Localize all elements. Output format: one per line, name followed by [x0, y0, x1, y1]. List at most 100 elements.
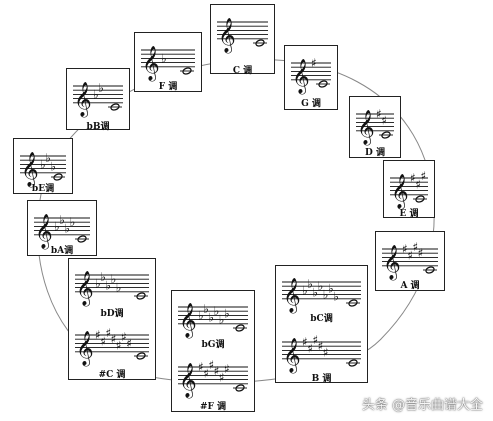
flat-sign-icon: ♭	[40, 157, 46, 171]
key-card-ab: 𝄞♭♭♭♭ bA调	[27, 200, 97, 256]
key-label-c: C 调	[232, 66, 253, 76]
sharp-sign-icon: ♯	[214, 364, 220, 378]
flat-sign-icon: ♭	[328, 281, 334, 295]
staff-drawing: 𝄞	[217, 18, 268, 54]
sharp-sign-icon: ♯	[100, 334, 106, 348]
whole-note-icon	[425, 266, 435, 274]
sharp-sign-icon: ♯	[420, 169, 426, 183]
watermark: 头条 @音乐曲谱大全	[361, 398, 483, 413]
sharp-sign-icon: ♯	[126, 336, 132, 350]
staff-drawing: 𝄞♯♯	[356, 107, 394, 146]
flat-sign-icon: ♭	[116, 281, 122, 295]
staff-drawing: 𝄞♭♭♭♭♭♭𝄞♯♯♯♯♯♯	[178, 302, 248, 399]
staff-drawing: 𝄞♭♭♭	[20, 151, 66, 188]
flat-sign-icon: ♭	[312, 286, 318, 300]
whole-note-icon	[348, 359, 358, 367]
sharp-sign-icon: ♯	[381, 113, 387, 127]
key-label-bb: bB调	[86, 122, 110, 132]
key-label-gb: bG调	[201, 340, 225, 350]
treble-clef-icon: 𝄞	[292, 59, 310, 95]
treble-clef-icon: 𝄞	[74, 82, 92, 118]
key-card-a: 𝄞♯♯♯♯ A 调	[375, 231, 445, 291]
whole-note-icon	[255, 39, 265, 47]
key-card-f: 𝄞♭ F 调	[134, 32, 202, 92]
sharp-sign-icon: ♯	[111, 332, 117, 346]
staff-drawing: 𝄞♯	[291, 56, 331, 95]
sharp-sign-icon: ♯	[302, 335, 308, 349]
flat-sign-icon: ♭	[214, 304, 220, 318]
whole-note-icon	[182, 67, 192, 75]
treble-clef-icon: 𝄞	[391, 174, 409, 210]
staff-drawing: 𝄞♭	[141, 46, 195, 82]
flat-sign-icon: ♭	[100, 270, 106, 284]
flat-sign-icon: ♭	[323, 288, 329, 302]
key-card-db-cs: 𝄞♭♭♭♭♭𝄞♯♯♯♯♯♯♯ bD调 #C 调	[68, 258, 156, 380]
key-card-bb: 𝄞♭♭ bB调	[66, 68, 130, 132]
flat-sign-icon: ♭	[318, 279, 324, 293]
whole-note-icon	[235, 384, 245, 392]
sharp-sign-icon: ♯	[208, 358, 214, 372]
key-label-e: E 调	[399, 209, 419, 219]
flat-sign-icon: ♭	[95, 276, 101, 290]
sharp-sign-icon: ♯	[376, 107, 382, 121]
whole-note-icon	[77, 235, 87, 243]
sharp-sign-icon: ♯	[415, 177, 421, 191]
treble-clef-icon: 𝄞	[142, 46, 160, 82]
key-label-b: B 调	[311, 374, 332, 384]
flat-sign-icon: ♭	[70, 215, 76, 229]
sharp-sign-icon: ♯	[95, 328, 101, 342]
staff-drawing: 𝄞♯♯♯♯	[382, 240, 438, 281]
flat-sign-icon: ♭	[302, 283, 308, 297]
flat-sign-icon: ♭	[45, 151, 51, 165]
treble-clef-icon: 𝄞	[76, 271, 94, 307]
flat-sign-icon: ♭	[307, 277, 313, 291]
sharp-sign-icon: ♯	[219, 371, 225, 385]
flat-sign-icon: ♭	[203, 302, 209, 316]
sharp-sign-icon: ♯	[198, 360, 204, 374]
treble-clef-icon: 𝄞	[179, 363, 197, 399]
whole-note-icon	[348, 299, 358, 307]
treble-clef-icon: 𝄞	[76, 331, 94, 367]
flat-sign-icon: ♭	[208, 311, 214, 325]
sharp-sign-icon: ♯	[105, 326, 111, 340]
treble-clef-icon: 𝄞	[383, 245, 401, 281]
whole-note-icon	[381, 131, 391, 139]
whole-note-icon	[235, 324, 245, 332]
flat-sign-icon: ♭	[64, 222, 70, 236]
flat-sign-icon: ♭	[161, 51, 167, 65]
treble-clef-icon: 𝄞	[283, 338, 301, 374]
sharp-sign-icon: ♯	[116, 339, 122, 353]
whole-note-icon	[415, 195, 425, 203]
treble-clef-icon: 𝄞	[21, 152, 39, 188]
key-label-f: F 调	[158, 82, 178, 92]
whole-note-icon	[110, 103, 120, 111]
key-label-fs: #F 调	[199, 402, 227, 412]
treble-clef-icon: 𝄞	[357, 110, 375, 146]
staff-drawing: 𝄞♭♭♭♭♭𝄞♯♯♯♯♯♯♯	[75, 270, 149, 367]
whole-note-icon	[53, 173, 63, 181]
flat-sign-icon: ♭	[198, 308, 204, 322]
whole-note-icon	[318, 80, 328, 88]
key-card-eb: 𝄞♭♭♭ bE调	[13, 138, 73, 194]
flat-sign-icon: ♭	[93, 87, 99, 101]
key-card-g: 𝄞♯ G 调	[284, 45, 338, 110]
sharp-sign-icon: ♯	[418, 246, 424, 260]
key-label-cb: bC调	[310, 314, 333, 324]
flat-sign-icon: ♭	[50, 160, 56, 174]
sharp-sign-icon: ♯	[203, 366, 209, 380]
key-label-g: G 调	[301, 99, 321, 109]
key-label-db: bD调	[100, 309, 124, 319]
flat-sign-icon: ♭	[111, 272, 117, 286]
flat-sign-icon: ♭	[219, 313, 225, 327]
key-card-gb-fs: 𝄞♭♭♭♭♭♭𝄞♯♯♯♯♯♯ bG调 #F 调	[171, 290, 255, 412]
sharp-sign-icon: ♯	[312, 333, 318, 347]
treble-clef-icon: 𝄞	[35, 214, 53, 250]
sharp-sign-icon: ♯	[323, 346, 329, 360]
flat-sign-icon: ♭	[224, 306, 230, 320]
key-card-cb-b: 𝄞♭♭♭♭♭♭♭𝄞♯♯♯♯♯ bC调 B 调	[275, 265, 368, 384]
flat-sign-icon: ♭	[105, 279, 111, 293]
staff-drawing: 𝄞♭♭♭♭♭♭♭𝄞♯♯♯♯♯	[282, 277, 361, 374]
sharp-sign-icon: ♯	[402, 242, 408, 256]
key-card-e: 𝄞♯♯♯ E 调	[383, 160, 435, 219]
sharp-sign-icon: ♯	[407, 248, 413, 262]
